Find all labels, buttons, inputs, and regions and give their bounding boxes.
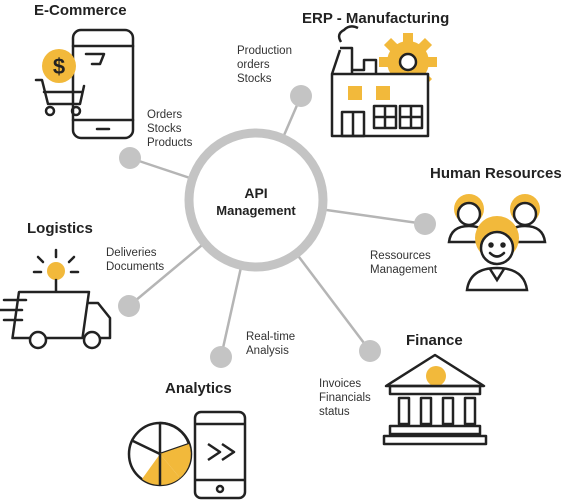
factory-gear-icon [330,25,437,138]
hub-label: API Management [200,185,312,218]
hr-note: Ressources Management [370,250,438,276]
erp-title: ERP - Manufacturing [302,10,450,27]
logistics-note: Deliveries Documents [106,247,165,273]
dot-erp [290,85,312,107]
pie-chart-phone-icon [127,410,247,500]
logistics-title: Logistics [27,220,93,237]
ecommerce-title: E-Commerce [34,2,127,19]
analytics-title: Analytics [165,380,232,397]
finance-note: Invoices Financials status [319,378,371,418]
hub-ring [184,128,328,272]
dot-hr [414,213,436,235]
people-group-icon [447,194,547,292]
dot-analytics [210,346,232,368]
finance-title: Finance [406,332,463,349]
hr-title: Human Resources [430,165,562,182]
phone-cart-dollar-icon: $ [34,28,135,140]
erp-note: Production orders Stocks [237,45,292,85]
dot-logistics [118,295,140,317]
ecommerce-note: Orders Stocks Products [147,109,193,149]
dot-ecommerce [119,147,141,169]
connector-dots [118,85,436,368]
dot-finance [359,340,381,362]
svg-text:$: $ [53,54,65,79]
hub-label-line1: API [244,185,268,201]
analytics-note: Real-time Analysis [246,331,296,357]
delivery-truck-icon [0,248,112,350]
hub-label-line2: Management [216,203,296,218]
bank-building-icon [382,353,488,446]
